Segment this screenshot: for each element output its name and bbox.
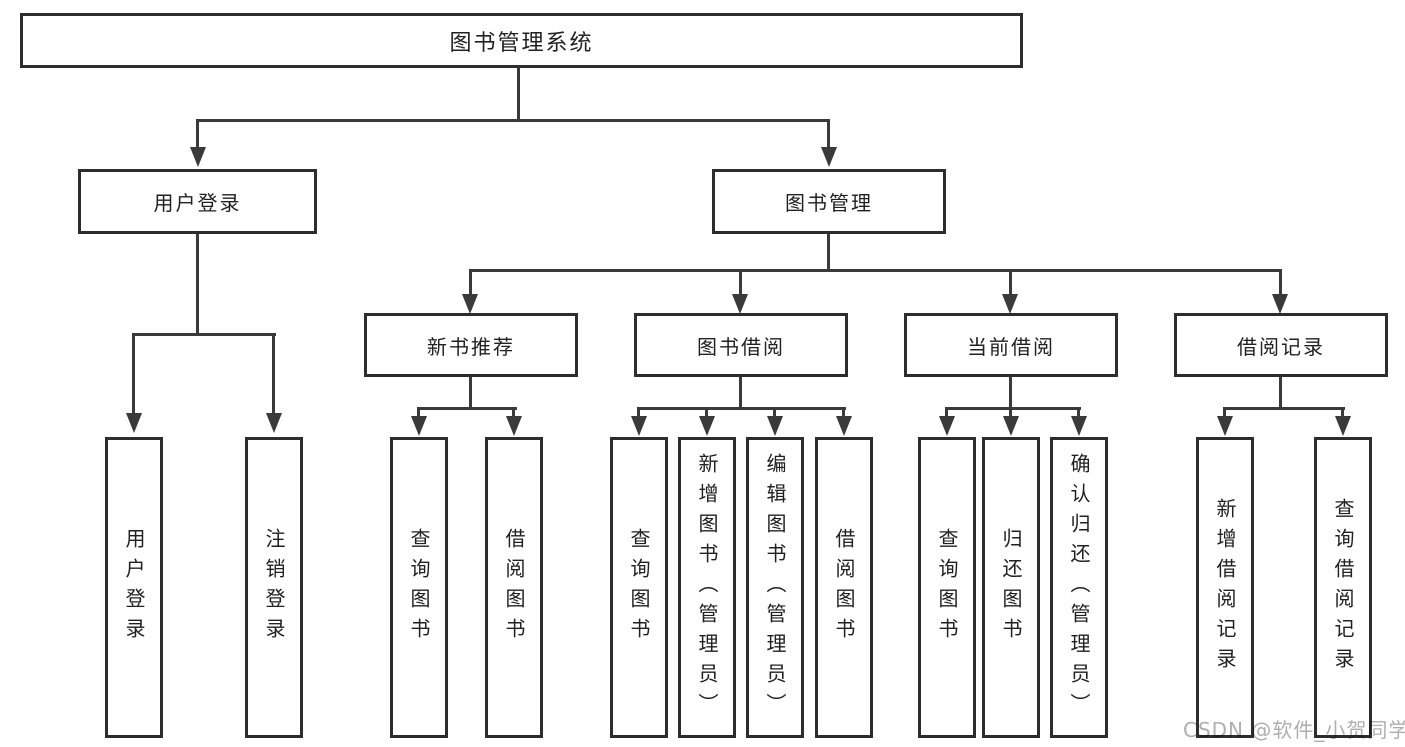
leaf-query-books-current: 查询图书 [918, 437, 976, 738]
arrow-down-icon [506, 416, 522, 436]
connector-line [469, 269, 472, 295]
node-label: 用户登录 [153, 191, 242, 215]
leaf-label: 借阅图书 [832, 527, 856, 648]
leaf-label: 查询图书 [627, 527, 651, 648]
connector-line [1009, 377, 1012, 409]
connector-line [272, 333, 275, 413]
leaf-label: 注销登录 [262, 527, 286, 648]
leaf-label: 查询图书 [407, 527, 431, 648]
leaf-label: 借阅图书 [502, 527, 526, 648]
connector-line [739, 377, 742, 409]
leaf-query-borrow-record: 查询借阅记录 [1314, 437, 1372, 738]
node-label: 当前借阅 [967, 334, 1055, 359]
arrow-down-icon [631, 416, 647, 436]
node-label: 借阅记录 [1237, 334, 1325, 359]
leaf-add-book-admin: 新增图书（管理员） [678, 437, 736, 738]
arrow-down-icon [462, 294, 478, 314]
connector-line [196, 119, 830, 122]
arrow-down-icon [411, 416, 427, 436]
arrow-down-icon [1002, 294, 1018, 314]
node-new-book-recommendation: 新书推荐 [364, 313, 578, 377]
arrow-down-icon [1272, 294, 1288, 314]
connector-line [469, 377, 472, 409]
connector-line [945, 407, 1081, 410]
node-current-borrowing: 当前借阅 [904, 313, 1118, 377]
connector-line [417, 407, 420, 419]
leaf-query-books-recommend: 查询图书 [390, 437, 448, 738]
node-book-management: 图书管理 [712, 169, 946, 234]
csdn-watermark: CSDN @软件_小贺同学 [1183, 718, 1405, 742]
leaf-label: 查询借阅记录 [1331, 497, 1355, 678]
arrow-down-icon [1071, 416, 1087, 436]
leaf-edit-book-admin: 编辑图书（管理员） [746, 437, 804, 738]
node-borrowing-records: 借阅记录 [1174, 313, 1388, 377]
leaf-borrow-books-borrowing: 借阅图书 [815, 437, 873, 738]
connector-line [637, 407, 846, 410]
leaf-confirm-return-admin: 确认归还（管理员） [1050, 437, 1108, 738]
node-book-management-system: 图书管理系统 [20, 13, 1023, 68]
node-label: 图书管理系统 [449, 30, 594, 56]
connector-line [132, 333, 135, 413]
leaf-return-book: 归还图书 [982, 437, 1040, 738]
connector-line [1077, 407, 1080, 419]
leaf-label: 新增图书（管理员） [695, 452, 719, 723]
arrow-down-icon [821, 147, 837, 167]
connector-line [1009, 269, 1012, 295]
connector-line [517, 68, 520, 122]
connector-line [842, 407, 845, 419]
connector-line [637, 407, 640, 419]
arrow-down-icon [190, 147, 206, 167]
arrow-down-icon [732, 294, 748, 314]
arrow-down-icon [1217, 416, 1233, 436]
leaf-add-borrow-record: 新增借阅记录 [1196, 437, 1254, 738]
connector-line [827, 233, 830, 272]
connector-line [1223, 407, 1345, 410]
node-book-borrowing: 图书借阅 [634, 313, 848, 377]
connector-line [196, 233, 199, 333]
connector-line [469, 269, 1282, 272]
arrow-down-icon [1335, 416, 1351, 436]
leaf-label: 新增借阅记录 [1213, 497, 1237, 678]
leaf-label: 归还图书 [999, 527, 1023, 648]
node-user-login: 用户登录 [78, 169, 317, 234]
arrow-down-icon [126, 413, 142, 433]
node-label: 图书借阅 [697, 334, 785, 359]
leaf-user-login: 用户登录 [105, 437, 163, 738]
arrow-down-icon [699, 416, 715, 436]
connector-line [945, 407, 948, 419]
leaf-label: 编辑图书（管理员） [763, 452, 787, 723]
connector-line [1279, 377, 1282, 409]
leaf-query-books-borrowing: 查询图书 [610, 437, 668, 738]
connector-line [1279, 269, 1282, 295]
leaf-logout: 注销登录 [245, 437, 303, 738]
connector-line [1009, 407, 1012, 419]
connector-line [1341, 407, 1344, 419]
arrow-down-icon [939, 416, 955, 436]
connector-line [739, 269, 742, 295]
node-label: 新书推荐 [427, 334, 515, 359]
leaf-borrow-books-recommend: 借阅图书 [485, 437, 543, 738]
arrow-down-icon [1003, 416, 1019, 436]
leaf-label: 用户登录 [122, 527, 146, 648]
arrow-down-icon [767, 416, 783, 436]
connector-line [512, 407, 515, 419]
connector-line [773, 407, 776, 419]
connector-line [132, 333, 276, 336]
leaf-label: 确认归还（管理员） [1067, 452, 1091, 723]
arrow-down-icon [836, 416, 852, 436]
connector-line [417, 407, 517, 410]
connector-line [1223, 407, 1226, 419]
node-label: 图书管理 [785, 191, 873, 215]
connector-line [827, 119, 830, 147]
leaf-label: 查询图书 [935, 527, 959, 648]
connector-line [196, 119, 199, 147]
connector-line [705, 407, 708, 419]
arrow-down-icon [266, 413, 282, 433]
